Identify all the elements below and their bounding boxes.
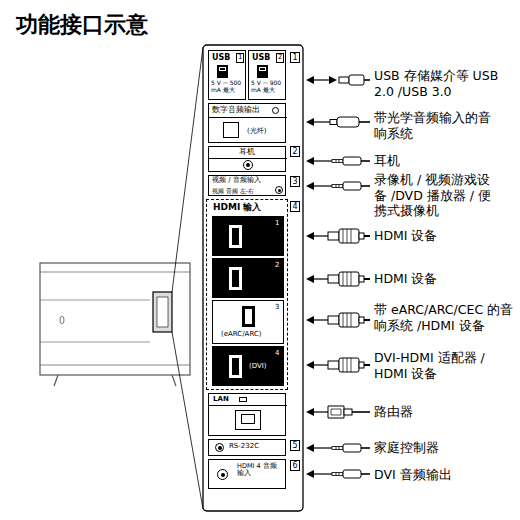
port-label: 数字音频输出 — [212, 105, 260, 115]
title: 功能接口示意 — [16, 12, 148, 38]
port-icon — [235, 410, 261, 430]
port-label: 耳机 — [239, 147, 255, 157]
port-icon — [232, 228, 239, 245]
callout-number: 6 — [290, 460, 300, 471]
port-box: 耳机 — [208, 146, 286, 172]
av-cable — [306, 182, 370, 190]
port-icon — [272, 107, 279, 114]
device-label: 录像机 / 视频游戏设备 /DVD 播放器 / 便携式摄像机 — [374, 172, 502, 219]
port-label: (DVI) — [249, 362, 267, 370]
cables — [306, 75, 370, 478]
device-label: 带光学音频输入的音响系统 — [374, 110, 502, 141]
port-number: 2 — [276, 53, 284, 63]
port-box: 数字音频输出 (光纤) — [208, 103, 286, 143]
rs232c-cable — [306, 444, 370, 452]
port-box: LAN — [208, 393, 286, 436]
port-icon — [209, 405, 287, 406]
port-label: 4 — [275, 349, 279, 357]
port-box: 视频 / 音频输入视频 音频 左-右 — [208, 175, 286, 196]
port-icon — [209, 117, 287, 118]
port-label: LAN — [213, 395, 229, 403]
port-label: HDMI 输入 — [213, 202, 261, 213]
port-icon — [241, 414, 255, 424]
device-label: DVI-HDMI 适配器 / HDMI 设备 — [374, 350, 504, 381]
hdmi-cable — [306, 229, 370, 243]
port-icon — [239, 397, 247, 402]
port-icon — [209, 158, 287, 159]
group-box: HDMI 输入 1 2 3 (eARC/ARC) 4 (DVI) — [206, 199, 288, 390]
device-label: 带 eARC/ARC/CEC 的音响系统 /HDMI 设备 — [374, 302, 514, 333]
port-box: RS-232C — [208, 439, 286, 456]
hdmi-cable — [306, 358, 370, 372]
port-icon — [219, 67, 226, 71]
device-label: DVI 音频输出 — [374, 467, 452, 483]
lan-cable — [306, 406, 370, 418]
callout-number: 2 — [290, 146, 300, 157]
device-label: 路由器 — [374, 404, 413, 420]
port-label: 2 — [275, 261, 279, 269]
port-icon — [246, 163, 250, 167]
hdmi-cable — [306, 313, 370, 327]
port-label: (光纤) — [247, 127, 266, 135]
usb-cable — [306, 75, 370, 85]
port-icon — [221, 473, 225, 477]
zoom-lines — [172, 47, 203, 509]
hdmi-cable — [306, 272, 370, 286]
port-label: USB — [252, 53, 270, 63]
port-box: 2 — [212, 258, 284, 298]
port-icon — [223, 122, 239, 138]
port-icon — [245, 309, 252, 324]
port-icon — [278, 189, 281, 192]
port-label: USB — [212, 53, 230, 63]
callout-number: 3 — [290, 176, 300, 187]
device-label: HDMI 设备 — [374, 271, 437, 287]
callout-number: 4 — [290, 201, 300, 212]
port-label: RS-232C — [229, 442, 259, 450]
device-label: 耳机 — [374, 153, 400, 169]
port-icon — [232, 358, 239, 375]
port-icon — [259, 67, 266, 71]
device-label: HDMI 设备 — [374, 228, 437, 244]
port-icon — [218, 446, 222, 450]
port-box: USB 2 5 V ⎓ 900 mA 最大 — [248, 50, 286, 100]
port-box: 4 (DVI) — [212, 346, 284, 386]
optical-cable — [306, 117, 370, 127]
callout-number: 5 — [290, 440, 300, 451]
headphone-cable — [306, 157, 370, 165]
port-box: USB 1 5 V ⎓ 500 mA 最大 — [208, 50, 246, 100]
port-label: 视频 / 音频输入 — [212, 176, 261, 184]
port-number: 1 — [236, 53, 244, 63]
port-label: 视频 音频 左-右 — [212, 187, 254, 194]
tv-back — [40, 263, 190, 386]
port-label: HDMI 4 音频输入 — [237, 463, 281, 478]
device-label: USB 存储媒介等 USB 2.0 /USB 3.0 — [374, 68, 514, 99]
port-box: HDMI 4 音频输入 — [208, 459, 286, 489]
audio-cable — [306, 470, 370, 478]
port-label: 3 — [275, 303, 279, 311]
port-box: 1 — [212, 216, 284, 256]
port-label: (eARC/ARC) — [221, 330, 262, 338]
port-label: 1 — [275, 219, 279, 227]
port-label: 5 V ⎓ 500 mA 最大 — [211, 80, 245, 94]
connector-panel — [203, 45, 303, 511]
callout-number: 1 — [290, 52, 300, 63]
port-label: 5 V ⎓ 900 mA 最大 — [251, 80, 285, 94]
port-box: 3 (eARC/ARC) — [212, 300, 284, 344]
port-icon — [232, 270, 239, 287]
device-label: 家庭控制器 — [374, 440, 439, 456]
